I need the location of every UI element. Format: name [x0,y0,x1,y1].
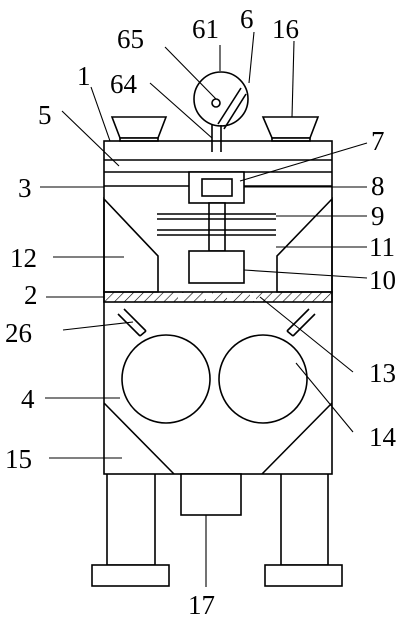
label-1: 1 [77,61,91,91]
left-deflector [123,308,147,332]
right-leg [280,474,329,566]
label-15: 15 [5,444,32,474]
stirring-shaft [208,202,226,252]
label-8: 8 [371,171,385,201]
right-deflector [286,308,310,332]
label-13: 13 [369,358,396,388]
discharge-outlet [180,473,242,516]
label-16: 16 [272,14,299,44]
left-leg [106,474,156,566]
label-14: 14 [369,422,397,452]
label-7: 7 [371,126,385,156]
label-26: 26 [5,318,32,348]
drive-link [217,87,242,125]
screen-plate [103,291,333,303]
label-64: 64 [110,69,138,99]
label-9: 9 [371,201,385,231]
label-12: 12 [10,243,37,273]
leader-lines [40,31,368,587]
left-crushing-roller [121,334,211,424]
label-6: 6 [240,4,254,34]
label-61: 61 [192,14,219,44]
right-foot [264,564,343,587]
label-2: 2 [24,280,38,310]
label-3: 3 [18,173,32,203]
motor-assembly [193,71,249,152]
left-foot [91,564,170,587]
lower-funnel [103,402,175,475]
lower-motor-block [188,250,245,284]
label-11: 11 [369,232,395,262]
pivot-joint [211,98,221,108]
right-inner-slope [276,197,333,293]
label-17: 17 [188,590,215,620]
right-feed-hopper [261,116,320,139]
label-65: 65 [117,24,144,54]
label-10: 10 [369,265,396,295]
left-inner-slope [103,196,159,293]
left-feed-hopper [110,116,168,139]
label-5: 5 [38,100,52,130]
label-4: 4 [21,384,35,414]
right-crushing-roller [218,334,308,424]
